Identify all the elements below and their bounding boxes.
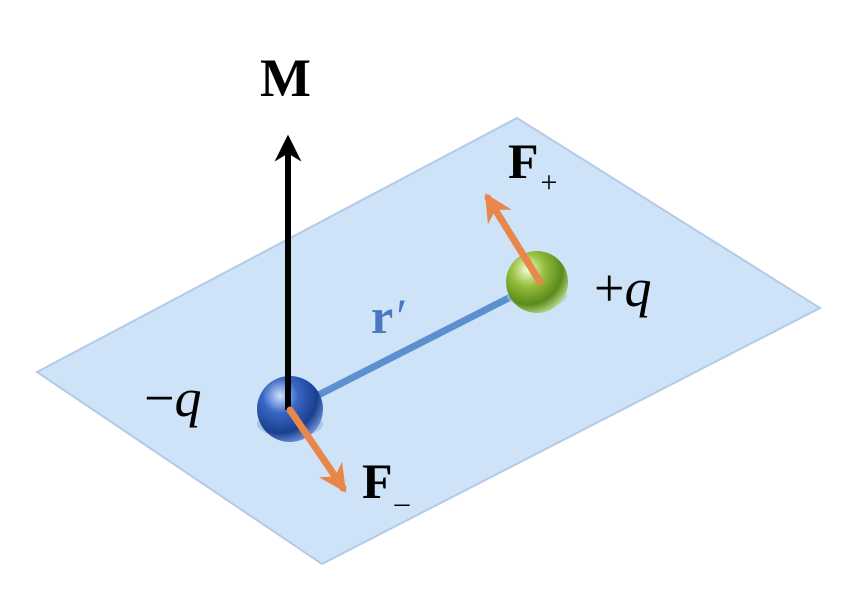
force-plus-subscript: + xyxy=(541,166,558,199)
force-plus-label: F+ xyxy=(508,133,557,199)
force-minus-label: F– xyxy=(362,453,411,519)
force-minus-arrow xyxy=(286,406,347,493)
r-vector-arrow xyxy=(285,279,543,414)
r-letter: r xyxy=(371,288,393,344)
force-minus-letter: F xyxy=(362,453,393,509)
positive-charge-label: +q xyxy=(594,258,651,318)
force-plus-letter: F xyxy=(508,133,539,189)
moment-label: M xyxy=(260,48,311,108)
positive-charge-sign: + xyxy=(594,258,624,318)
r-vector-label: r′ xyxy=(371,288,405,344)
negative-charge-label: −q xyxy=(144,368,201,428)
negative-charge-sign: − xyxy=(144,368,174,428)
negative-charge-q: q xyxy=(174,368,201,428)
r-prime: ′ xyxy=(393,288,405,344)
force-minus-subscript: – xyxy=(394,486,411,519)
positive-charge-q: q xyxy=(624,258,651,318)
force-plus-arrow xyxy=(484,193,544,286)
